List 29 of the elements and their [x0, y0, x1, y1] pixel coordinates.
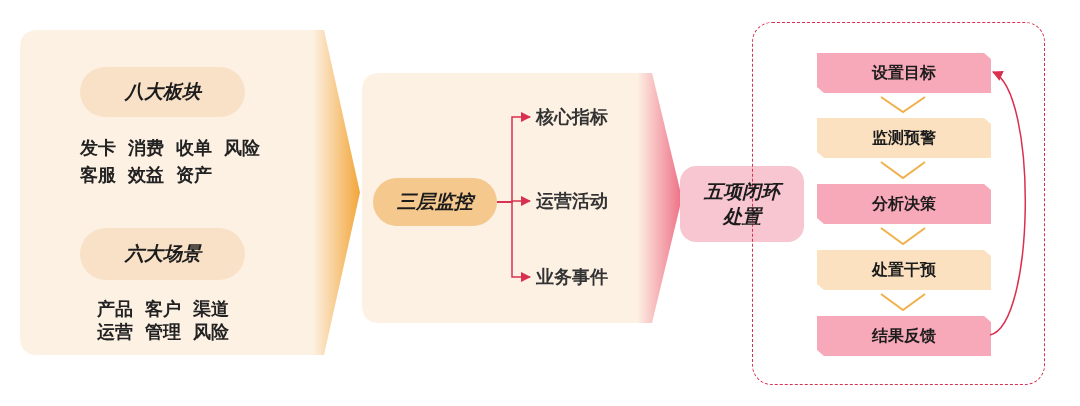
step-box: 监测预警 [817, 118, 991, 158]
rounded-box: 五项闭环处置 [680, 166, 804, 242]
category-label: 发卡 [80, 136, 116, 160]
item-label: 运营活动 [536, 186, 636, 216]
category-label: 消费 [128, 136, 164, 160]
category-label: 客户 [144, 297, 181, 321]
step-box: 结果反馈 [817, 316, 991, 356]
step-box: 设置目标 [817, 53, 991, 93]
category-label: 渠道 [192, 297, 229, 321]
category-label: 风险 [192, 320, 229, 344]
category-label: 风险 [224, 136, 260, 160]
pill-label: 六大场景 [80, 228, 245, 280]
item-label: 业务事件 [536, 262, 636, 292]
step-box: 处置干预 [817, 250, 991, 290]
category-label: 客服 [80, 163, 116, 187]
pill-label: 三层监控 [373, 178, 497, 226]
category-label: 收单 [176, 136, 212, 160]
branch-arrow [496, 201, 532, 283]
category-label: 运营 [96, 320, 133, 344]
category-label: 管理 [144, 320, 181, 344]
step-box: 分析决策 [817, 184, 991, 224]
feedback-arrow [989, 71, 1026, 336]
pill-label: 八大板块 [80, 67, 245, 117]
category-label: 资产 [176, 163, 212, 187]
chevron-panel [20, 30, 360, 355]
item-label: 核心指标 [536, 102, 636, 132]
chevron-panel [362, 73, 682, 323]
category-label: 产品 [96, 297, 133, 321]
category-label: 效益 [128, 163, 164, 187]
